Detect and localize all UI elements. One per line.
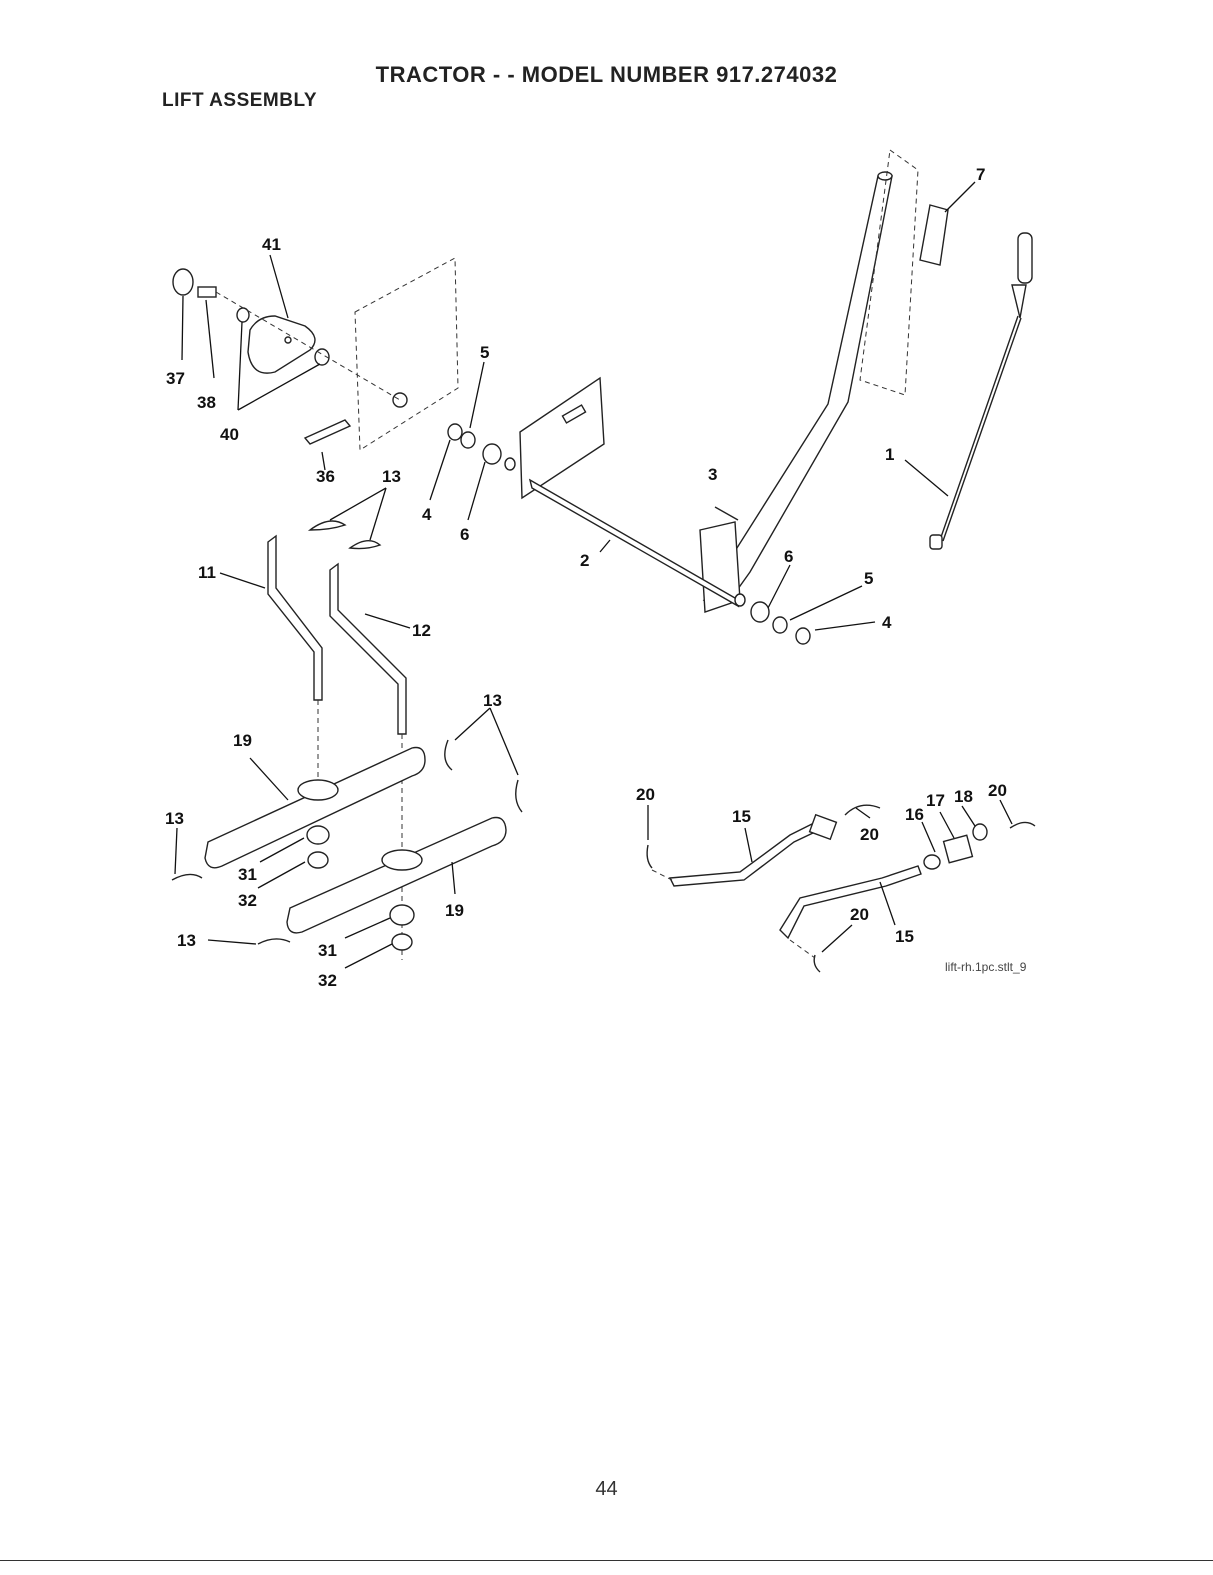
page-number: 44 [0, 1478, 1213, 1501]
leader-lines [175, 182, 1012, 968]
callout-numbers: 41 37 38 40 36 13 5 4 6 7 1 3 2 6 5 4 11… [165, 165, 1007, 990]
callout-12: 12 [412, 621, 431, 640]
callout-38: 38 [197, 393, 216, 412]
lift-handle [704, 150, 948, 600]
lift-knob [173, 269, 400, 444]
footer-rule [0, 1560, 1213, 1561]
callout-1: 1 [885, 445, 894, 464]
callout-15: 15 [732, 807, 751, 826]
callout-20: 20 [636, 785, 655, 804]
callout-40: 40 [220, 425, 239, 444]
adjustment-rods [652, 815, 987, 958]
callout-6: 6 [460, 525, 469, 544]
callout-4: 4 [422, 505, 432, 524]
callout-11: 11 [198, 563, 216, 582]
callout-5-right: 5 [864, 569, 873, 588]
callout-2: 2 [580, 551, 589, 570]
callout-32-lower: 32 [318, 971, 337, 990]
diagram-reference-code: lift-rh.1pc.stlt_9 [945, 960, 1026, 974]
callout-5: 5 [480, 343, 489, 362]
callout-31-lower: 31 [318, 941, 337, 960]
callout-18: 18 [954, 787, 973, 806]
callout-20-lower: 20 [850, 905, 869, 924]
callout-32: 32 [238, 891, 257, 910]
callout-7: 7 [976, 165, 985, 184]
callout-36: 36 [316, 467, 335, 486]
callout-31: 31 [238, 865, 257, 884]
lift-cable [930, 233, 1032, 549]
callout-19: 19 [233, 731, 252, 750]
callout-19-lower: 19 [445, 901, 464, 920]
callout-17: 17 [926, 791, 945, 810]
callout-13-middle: 13 [483, 691, 502, 710]
callout-13: 13 [382, 467, 401, 486]
callout-13-left: 13 [165, 809, 184, 828]
callout-16: 16 [905, 805, 924, 824]
callout-13-bottom: 13 [177, 931, 196, 950]
callout-3: 3 [708, 465, 717, 484]
callout-41: 41 [262, 235, 281, 254]
callout-15-lower: 15 [895, 927, 914, 946]
callout-4-right: 4 [882, 613, 892, 632]
callout-20-mid: 20 [860, 825, 879, 844]
mounting-plate [355, 258, 458, 450]
callout-37: 37 [166, 369, 185, 388]
callout-6-right: 6 [784, 547, 793, 566]
callout-20-right: 20 [988, 781, 1007, 800]
